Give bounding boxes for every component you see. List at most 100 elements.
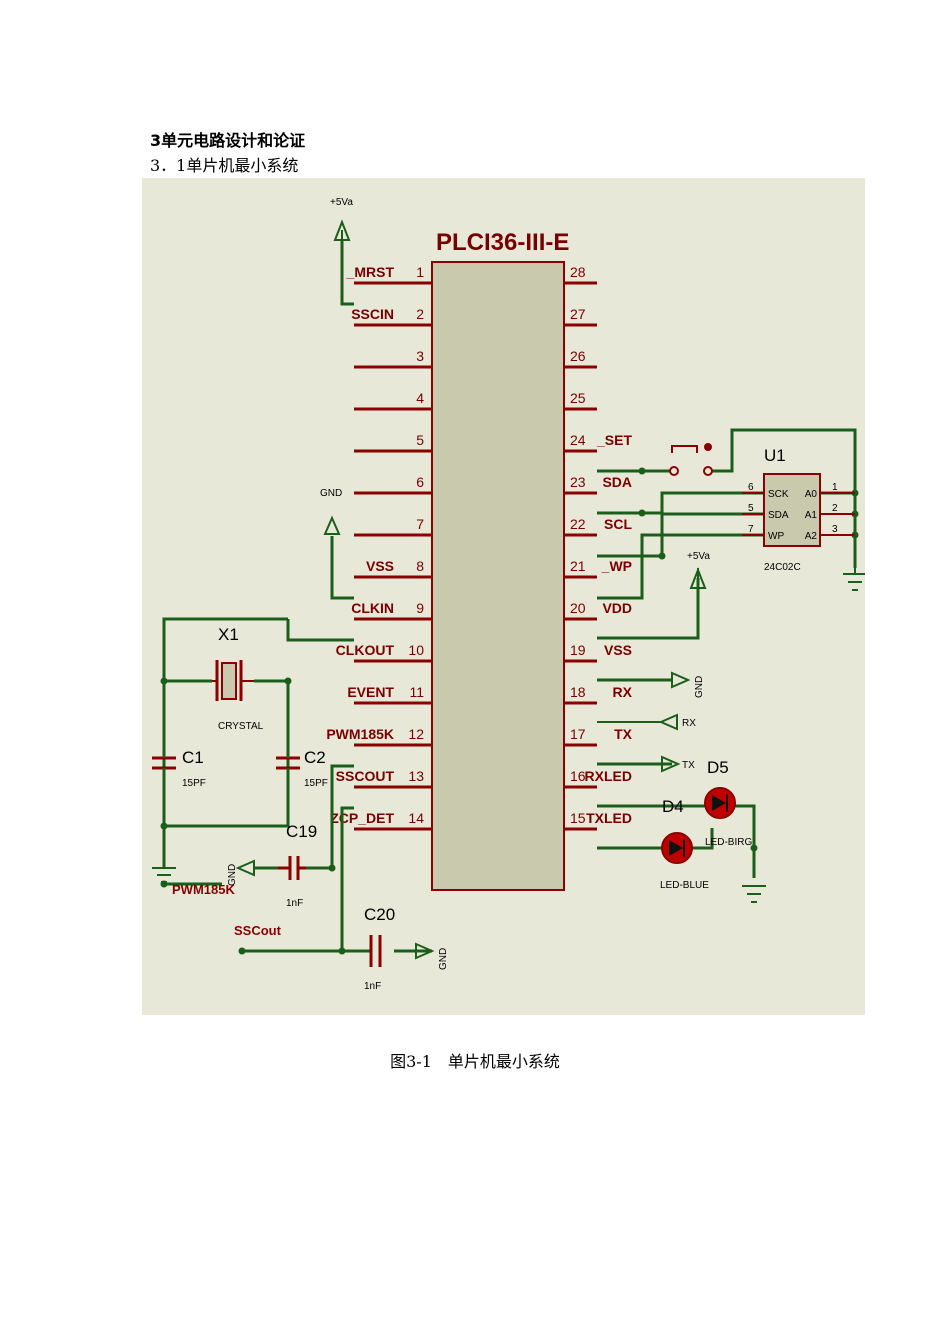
pin-name: SSCOUT (336, 768, 395, 784)
pin-number: 2 (832, 503, 838, 514)
chip-pin-26: 26 (564, 348, 597, 369)
u1-body (763, 473, 821, 547)
pin-number: 6 (748, 482, 754, 493)
pin-number: 25 (570, 390, 586, 406)
c1-ref: C1 (182, 748, 204, 767)
chip-pin-25: 25 (564, 390, 597, 411)
capacitor-c20 (369, 935, 382, 967)
chip-pin-2: 2 SSCIN (351, 306, 432, 327)
gnd-arrow-c20 (415, 942, 435, 960)
u1-pin-2: 2A1 (805, 503, 855, 521)
pin-name: SDA (768, 510, 789, 521)
pin-name: RXLED (585, 768, 632, 784)
pin-name: _MRST (346, 264, 395, 280)
pin-name: CLKIN (351, 600, 394, 616)
pin-number: 8 (416, 558, 424, 574)
u1-pin-3: 3A2 (805, 524, 855, 542)
c2-ref: C2 (304, 748, 326, 767)
ground-u1 (843, 535, 867, 591)
gnd-arrow-c19 (235, 859, 255, 877)
pin-name: TX (614, 726, 633, 742)
pin-number: 24 (570, 432, 586, 448)
chip-pin-14: 14 ZCP_DET (330, 810, 432, 831)
chip-pin-9: 9 CLKIN (351, 600, 432, 621)
c19-ref: C19 (286, 822, 317, 841)
figure-caption: 图3-1 单片机最小系统 (390, 1052, 560, 1071)
power-arrow-top (333, 219, 351, 241)
c19-value: 1nF (286, 898, 303, 909)
pin-number: 14 (408, 810, 424, 826)
chip-pin-3: 3 (354, 348, 432, 369)
pin-number: 13 (408, 768, 424, 784)
u1-pin-7: 7WP (742, 524, 784, 542)
pin-number: 19 (570, 642, 586, 658)
pin-number: 3 (416, 348, 424, 364)
pin-name: _WP (601, 558, 632, 574)
pin-number: 21 (570, 558, 586, 574)
d5-ref: D5 (707, 758, 729, 777)
chip-left-pins: 1_MRST2SSCIN345678VSS9CLKIN10CLKOUT11EVE… (326, 264, 432, 831)
chip-body (431, 261, 565, 891)
d4-ref: D4 (662, 797, 684, 816)
pin-name: VSS (366, 558, 394, 574)
c1-value: 15PF (182, 778, 206, 789)
chip-name: PLCI36-III-E (436, 229, 569, 256)
pin-number: 5 (748, 503, 754, 514)
pin-number: 16 (570, 768, 586, 784)
schematic-svg: PLCI36-III-E 1_MRST2SSCIN345678VSS9CLKIN… (142, 178, 867, 1015)
led-d5 (704, 787, 736, 819)
pin-number: 1 (416, 264, 424, 280)
pin-number: 7 (416, 516, 424, 532)
gnd-label-c19: GND (227, 864, 238, 886)
pin-number: 20 (570, 600, 586, 616)
capacitor-c1 (152, 683, 176, 826)
pin-number: 12 (408, 726, 424, 742)
c2-value: 15PF (304, 778, 328, 789)
pin-number: 17 (570, 726, 586, 742)
led-d4 (661, 832, 693, 864)
pin-name: A0 (805, 489, 818, 500)
tx-arrow (661, 755, 681, 773)
ground-c1 (152, 867, 176, 883)
crystal-x1 (212, 660, 254, 701)
section-title: 3单元电路设计和论证 (150, 131, 306, 150)
pin-name: SCK (768, 489, 789, 500)
pin-name: SSCIN (351, 306, 394, 322)
pin-name: _SET (596, 432, 632, 448)
pin-name: RX (613, 684, 633, 700)
pin-name: EVENT (347, 684, 394, 700)
gnd-label-c20: GND (438, 948, 449, 970)
gnd-arrow-left (323, 515, 341, 535)
chip-pin-1: 1 _MRST (346, 264, 432, 285)
pin-number: 15 (570, 810, 586, 826)
rx-label: RX (682, 718, 696, 729)
pin-name: ZCP_DET (330, 810, 394, 826)
chip-pin-5: 5 (354, 432, 432, 453)
pin-number: 7 (748, 524, 754, 535)
net-label-sscout: SSCout (234, 923, 282, 938)
pin-number: 2 (416, 306, 424, 322)
chip-pin-17: 17 TX (564, 726, 633, 747)
subsection-title: 3．1单片机最小系统 (150, 156, 299, 175)
power-arrow-right (689, 567, 707, 589)
pin-number: 27 (570, 306, 586, 322)
pin-number: 9 (416, 600, 424, 616)
pin-number: 3 (832, 524, 838, 535)
crystal-value: CRYSTAL (218, 721, 264, 732)
crystal-ref: X1 (218, 625, 239, 644)
pin-name: PWM185K (326, 726, 394, 742)
chip-pin-19: 19 VSS (564, 642, 632, 663)
chip-pin-13: 13 SSCOUT (336, 768, 432, 789)
pin-number: 1 (832, 482, 838, 493)
pin-name: VSS (604, 642, 632, 658)
capacitor-c2 (276, 683, 300, 826)
chip-pin-6: 6 (354, 474, 432, 495)
tx-label: TX (682, 760, 695, 771)
reset-switch (669, 443, 713, 476)
